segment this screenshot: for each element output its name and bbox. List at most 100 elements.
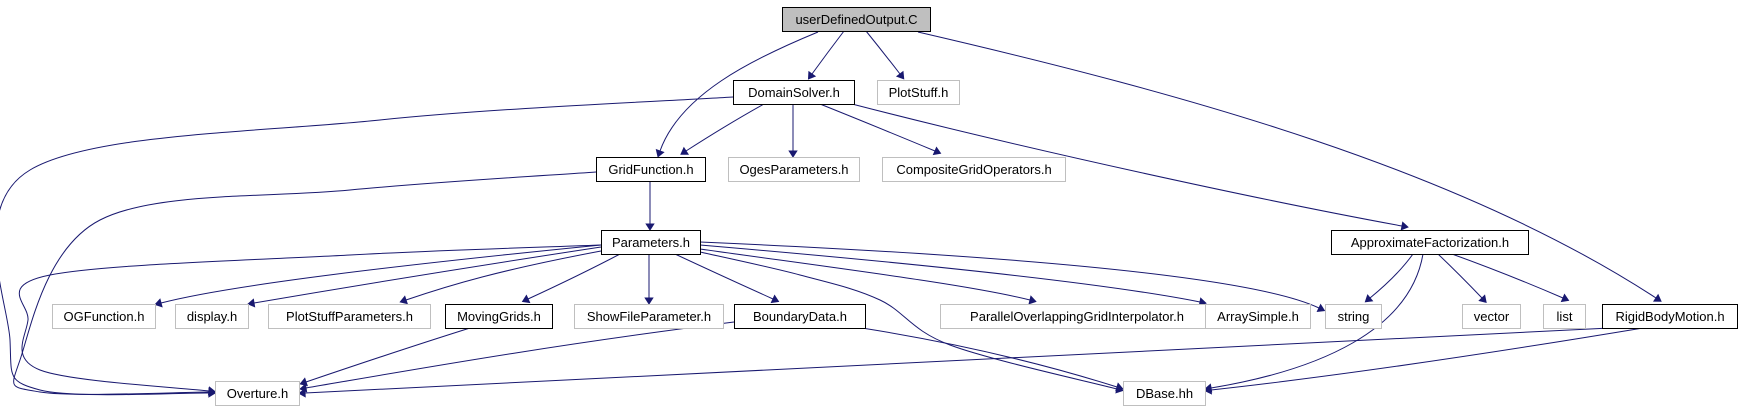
- edge-userdefinedoutput-to-rigidbodymotion: [917, 31, 1662, 302]
- edge-line: [811, 30, 845, 75]
- edge-line: [0, 96, 734, 396]
- edge-line: [699, 248, 1031, 301]
- node-box: [882, 157, 1066, 182]
- edge-line: [819, 103, 936, 152]
- node-label: CompositeGridOperators.h: [896, 162, 1051, 177]
- node-compositegridoperators: CompositeGridOperators.h: [882, 157, 1066, 182]
- edge-parameters-to-paralleloverlappinggridinterpolator: [699, 248, 1037, 305]
- node-ogfunction: OGFunction.h: [52, 304, 156, 329]
- edge-line: [18, 244, 602, 392]
- arrowhead-icon: [1364, 294, 1374, 303]
- edge-line: [305, 327, 471, 383]
- arrowhead-icon: [207, 386, 216, 396]
- node-approximatefactorization[interactable]: ApproximateFactorization.h: [1331, 230, 1529, 255]
- edge-userdefinedoutput-to-gridfunction: [655, 31, 819, 158]
- edge-domainsolver-to-compositegridoperators: [819, 103, 942, 156]
- node-box: [52, 304, 156, 329]
- node-box: [215, 381, 300, 406]
- arrowhead-icon: [644, 297, 654, 305]
- node-label: DomainSolver.h: [748, 85, 840, 100]
- arrowhead-icon: [645, 223, 655, 231]
- node-box: [1543, 304, 1586, 329]
- edge-domainsolver-to-gridfunction: [680, 103, 765, 155]
- edge-line: [917, 31, 1657, 299]
- edge-movinggrids-to-overture: [299, 327, 471, 387]
- node-label: PlotStuffParameters.h: [286, 309, 413, 324]
- node-rigidbodymotion[interactable]: RigidBodyMotion.h: [1602, 304, 1738, 329]
- arrowhead-icon: [1115, 382, 1124, 392]
- edge-line: [405, 250, 602, 301]
- arrowhead-icon: [1028, 295, 1037, 305]
- node-box: [175, 304, 249, 329]
- edge-line: [13, 171, 597, 395]
- edge-line: [305, 321, 735, 389]
- node-label: DBase.hh: [1136, 386, 1193, 401]
- arrowhead-icon: [680, 146, 690, 155]
- arrowhead-icon: [1204, 385, 1212, 395]
- node-plotstuff: PlotStuff.h: [877, 80, 960, 105]
- node-vector: vector: [1462, 304, 1521, 329]
- node-label: OGFunction.h: [64, 309, 145, 324]
- node-string: string: [1325, 304, 1382, 329]
- node-box: [1331, 230, 1529, 255]
- arrowhead-icon: [154, 298, 163, 308]
- edge-rigidbodymotion-to-overture: [298, 327, 1611, 398]
- arrowhead-icon: [1478, 294, 1487, 303]
- edge-parameters-to-movinggrids: [521, 253, 621, 304]
- edge-line: [253, 246, 602, 304]
- edge-line: [304, 327, 1611, 394]
- edge-gridfunction-to-parameters: [645, 180, 655, 231]
- arrowhead-icon: [298, 388, 306, 398]
- node-label: OgesParameters.h: [739, 162, 848, 177]
- node-userdefinedoutput[interactable]: userDefinedOutput.C: [782, 7, 931, 32]
- edge-line: [1437, 253, 1483, 299]
- node-label: GridFunction.h: [608, 162, 693, 177]
- node-label: list: [1557, 309, 1573, 324]
- edge-domainsolver-to-approximatefactorization: [851, 103, 1409, 231]
- node-gridfunction[interactable]: GridFunction.h: [596, 157, 706, 182]
- edge-line: [1210, 327, 1644, 391]
- arrowhead-icon: [895, 70, 905, 80]
- node-box: [601, 230, 701, 255]
- edge-userdefinedoutput-to-domainsolver: [807, 30, 845, 80]
- node-box: [1462, 304, 1521, 329]
- arrowhead-icon: [807, 70, 817, 80]
- node-box: [1325, 304, 1382, 329]
- arrowhead-icon: [770, 294, 780, 304]
- node-domainsolver[interactable]: DomainSolver.h: [733, 80, 855, 105]
- arrowhead-icon: [1400, 221, 1409, 231]
- node-box: [734, 304, 866, 329]
- edge-line: [861, 327, 1118, 388]
- edge-line: [865, 30, 901, 75]
- node-label: ArraySimple.h: [1217, 309, 1299, 324]
- node-movinggrids[interactable]: MovingGrids.h: [445, 304, 553, 329]
- node-box: [877, 80, 960, 105]
- edge-line: [699, 251, 1118, 390]
- node-box: [445, 304, 553, 329]
- edge-approximatefactorization-to-string: [1364, 253, 1414, 303]
- arrowhead-icon: [521, 294, 531, 304]
- node-label: vector: [1474, 309, 1510, 324]
- edge-line: [674, 253, 774, 300]
- edge-parameters-to-boundarydata: [674, 253, 780, 304]
- edge-line: [527, 253, 621, 300]
- node-parameters[interactable]: Parameters.h: [601, 230, 701, 255]
- node-label: Overture.h: [227, 386, 288, 401]
- node-arraysimple: ArraySimple.h: [1205, 304, 1311, 329]
- edge-rigidbodymotion-to-dbase: [1204, 327, 1644, 395]
- node-display: display.h: [175, 304, 249, 329]
- edge-line: [699, 244, 1201, 303]
- node-showfileparameter: ShowFileParameter.h: [574, 304, 724, 329]
- arrowhead-icon: [399, 295, 408, 305]
- node-boundarydata[interactable]: BoundaryData.h: [734, 304, 866, 329]
- edge-parameters-to-plotstuffparameters: [399, 250, 602, 305]
- arrowhead-icon: [1560, 293, 1570, 303]
- edge-line: [659, 31, 819, 152]
- edge-gridfunction-to-overture: [13, 171, 597, 397]
- node-dbase: DBase.hh: [1123, 381, 1206, 406]
- edge-line: [851, 103, 1403, 227]
- arrowhead-icon: [299, 377, 308, 387]
- node-label: Parameters.h: [612, 235, 690, 250]
- edge-line: [699, 241, 1320, 309]
